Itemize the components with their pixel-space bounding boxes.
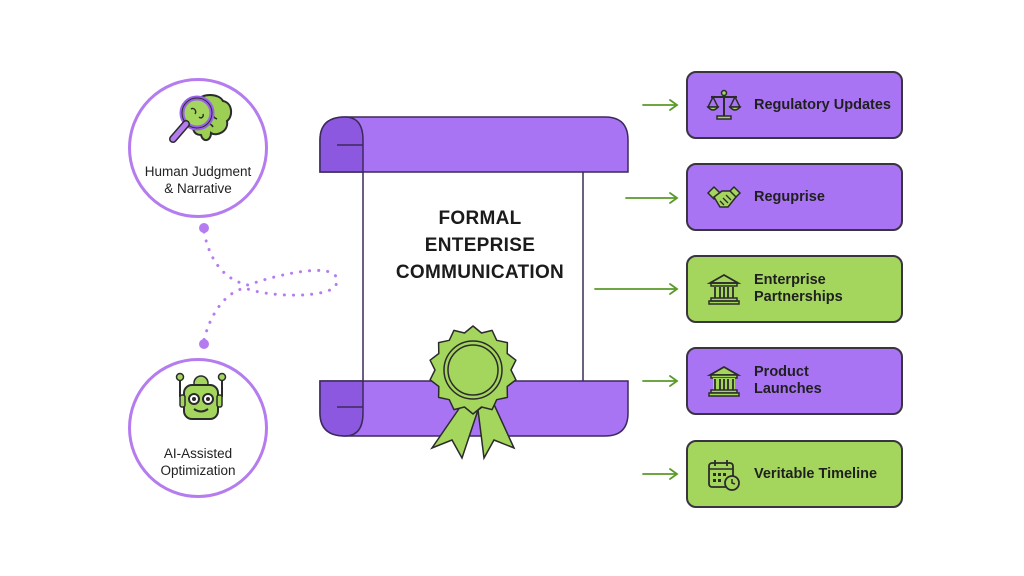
label-line: Human Judgment xyxy=(144,164,252,179)
card-label: Reguprise xyxy=(754,189,825,206)
card-label-line: Product xyxy=(754,364,809,380)
arrow-reguprise xyxy=(625,192,679,204)
title-line: COMMUNICATION xyxy=(395,262,565,283)
card-reguprise: Reguprise xyxy=(686,163,903,231)
card-veritable-timeline: Veritable Timeline xyxy=(686,440,903,508)
robot-icon xyxy=(175,372,227,420)
connector-dot-bottom xyxy=(199,339,209,349)
connector-loop xyxy=(202,230,339,342)
label-line: & Narrative xyxy=(164,181,232,196)
title-line: FORMAL xyxy=(438,208,522,229)
card-label-line: Launches xyxy=(754,381,822,397)
card-label: Enterprise Partnerships xyxy=(754,272,843,306)
card-label-line: Enterprise xyxy=(754,272,826,288)
card-label: Regulatory Updates xyxy=(754,97,891,114)
card-label-line: Regulatory Updates xyxy=(754,96,891,113)
ai-assisted-node: AI-Assisted Optimization xyxy=(128,358,268,498)
card-label: Product Launches xyxy=(754,364,822,398)
card-label-line: Reguprise xyxy=(754,188,825,205)
label-line: AI-Assisted xyxy=(163,446,233,461)
scales-icon xyxy=(706,89,742,120)
arrow-launches xyxy=(642,375,679,387)
card-product-launches: Product Launches xyxy=(686,347,903,415)
human-judgment-node: Human Judgment & Narrative xyxy=(128,78,268,218)
arrow-regulatory xyxy=(642,99,679,111)
handshake-icon xyxy=(706,185,742,208)
arrow-partnerships xyxy=(594,283,679,295)
card-label-line: Partnerships xyxy=(754,289,843,305)
center-title: FORMAL ENTEPRISE COMMUNICATION xyxy=(360,205,600,286)
bank-icon xyxy=(706,273,742,305)
card-label-line: Veritable Timeline xyxy=(754,465,878,482)
ai-assisted-label: AI-Assisted Optimization xyxy=(131,445,265,479)
bank-icon xyxy=(706,365,742,397)
connector-dot-top xyxy=(199,223,209,233)
title-line: ENTEPRISE xyxy=(424,235,536,256)
magnifier-brain-icon xyxy=(169,94,233,143)
card-regulatory-updates: Regulatory Updates xyxy=(686,71,903,139)
human-judgment-label: Human Judgment & Narrative xyxy=(131,163,265,197)
card-label: Veritable Timeline xyxy=(754,466,877,483)
arrow-timeline xyxy=(642,468,679,480)
seal-rosette xyxy=(429,325,517,415)
calendar-clock-icon xyxy=(708,460,740,491)
card-enterprise-partnerships: Enterprise Partnerships xyxy=(686,255,903,323)
label-line: Optimization xyxy=(160,463,236,478)
